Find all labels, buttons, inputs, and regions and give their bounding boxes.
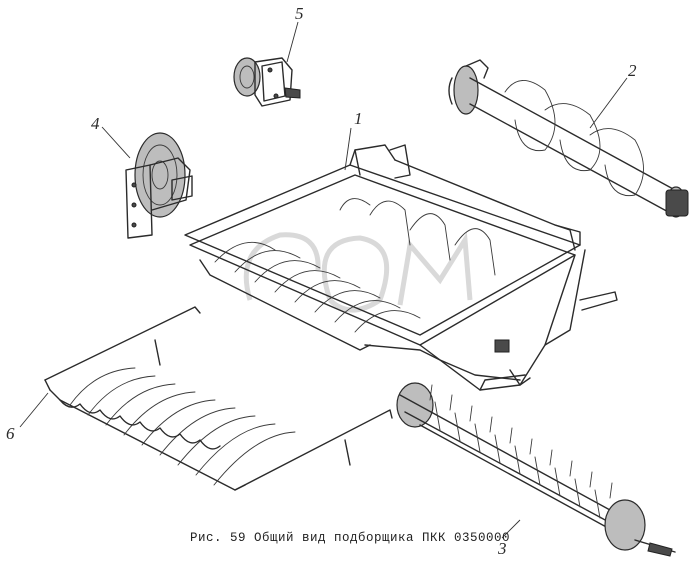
callout-5: 5 (295, 4, 304, 23)
callout-2: 2 (628, 61, 637, 80)
watermark (243, 232, 473, 313)
leader-lines (19, 21, 628, 539)
part-4-side-disc (125, 132, 193, 239)
callout-4: 4 (91, 114, 100, 133)
callout-1: 1 (354, 109, 363, 128)
part-2-auger (448, 59, 689, 218)
part-1-main-frame (184, 144, 618, 391)
callout-3: 3 (498, 539, 507, 558)
part-5-bearing-unit (233, 57, 301, 107)
callout-6: 6 (6, 424, 15, 443)
part-6-rake-grid (44, 306, 393, 491)
part-3-pickup-drum (396, 382, 676, 557)
figure-caption: Рис. 59 Общий вид подборщика ПКК 0350000 (189, 531, 511, 545)
